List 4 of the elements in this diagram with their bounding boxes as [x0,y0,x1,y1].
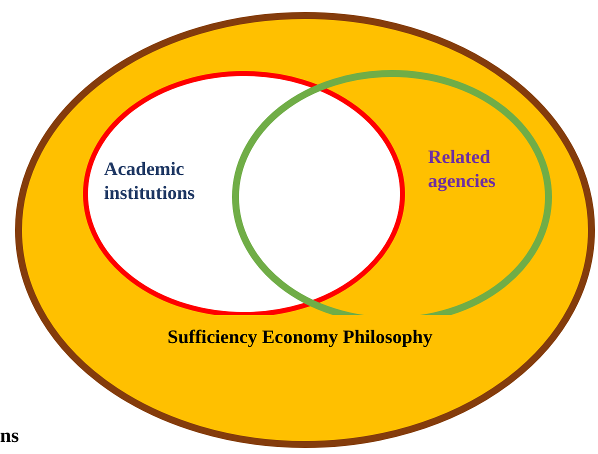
circle-label: Academic institutions [104,158,196,206]
diagram-label: Sufficiency Economy Philosophy [166,326,434,350]
text-fragment: ns [0,424,19,448]
circle-label: Related agencies [428,146,497,194]
